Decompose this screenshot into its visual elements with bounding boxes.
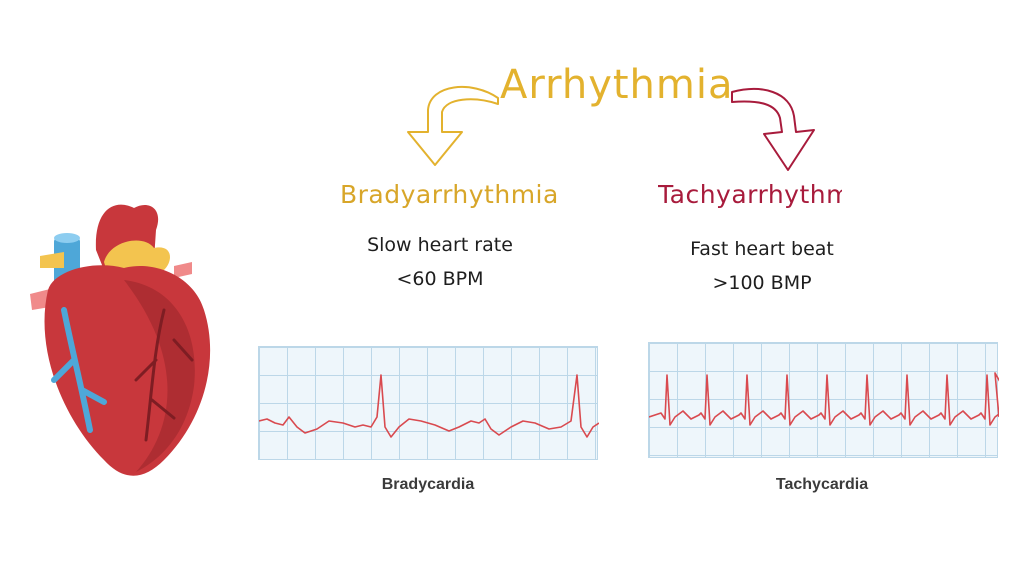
- bradyarrhythmia-title: Bradyarrhythmia: [340, 180, 559, 209]
- brady-desc-line2: <60 BPM: [396, 268, 484, 290]
- bradycardia-ecg-panel: [258, 346, 599, 460]
- bradyarrhythmia-description: Slow heart rate <60 BPM: [350, 228, 530, 296]
- tachy-desc-line2: >100 BMP: [712, 272, 812, 294]
- bradycardia-ecg-trace: [259, 374, 599, 438]
- curved-arrow-left-icon: [407, 85, 499, 166]
- arrows-graphic: [407, 85, 815, 171]
- tachyarrhythmia-description: Fast heart beat >100 BMP: [664, 232, 860, 300]
- bradycardia-caption: Bradycardia: [381, 476, 475, 493]
- tachy-desc-line1: Fast heart beat: [690, 238, 834, 260]
- brady-desc-line1: Slow heart rate: [367, 234, 513, 256]
- tachycardia-ecg-panel: [648, 342, 999, 458]
- tachycardia-caption: Tachycardia: [775, 476, 869, 493]
- tachycardia-ecg-trace: [649, 372, 999, 426]
- heart-illustration-icon: [30, 204, 211, 476]
- tachyarrhythmia-title: Tachyarrhythm: [658, 180, 842, 209]
- curved-arrow-right-icon: [731, 88, 815, 171]
- diagram-title: Arrhythmia: [500, 62, 734, 108]
